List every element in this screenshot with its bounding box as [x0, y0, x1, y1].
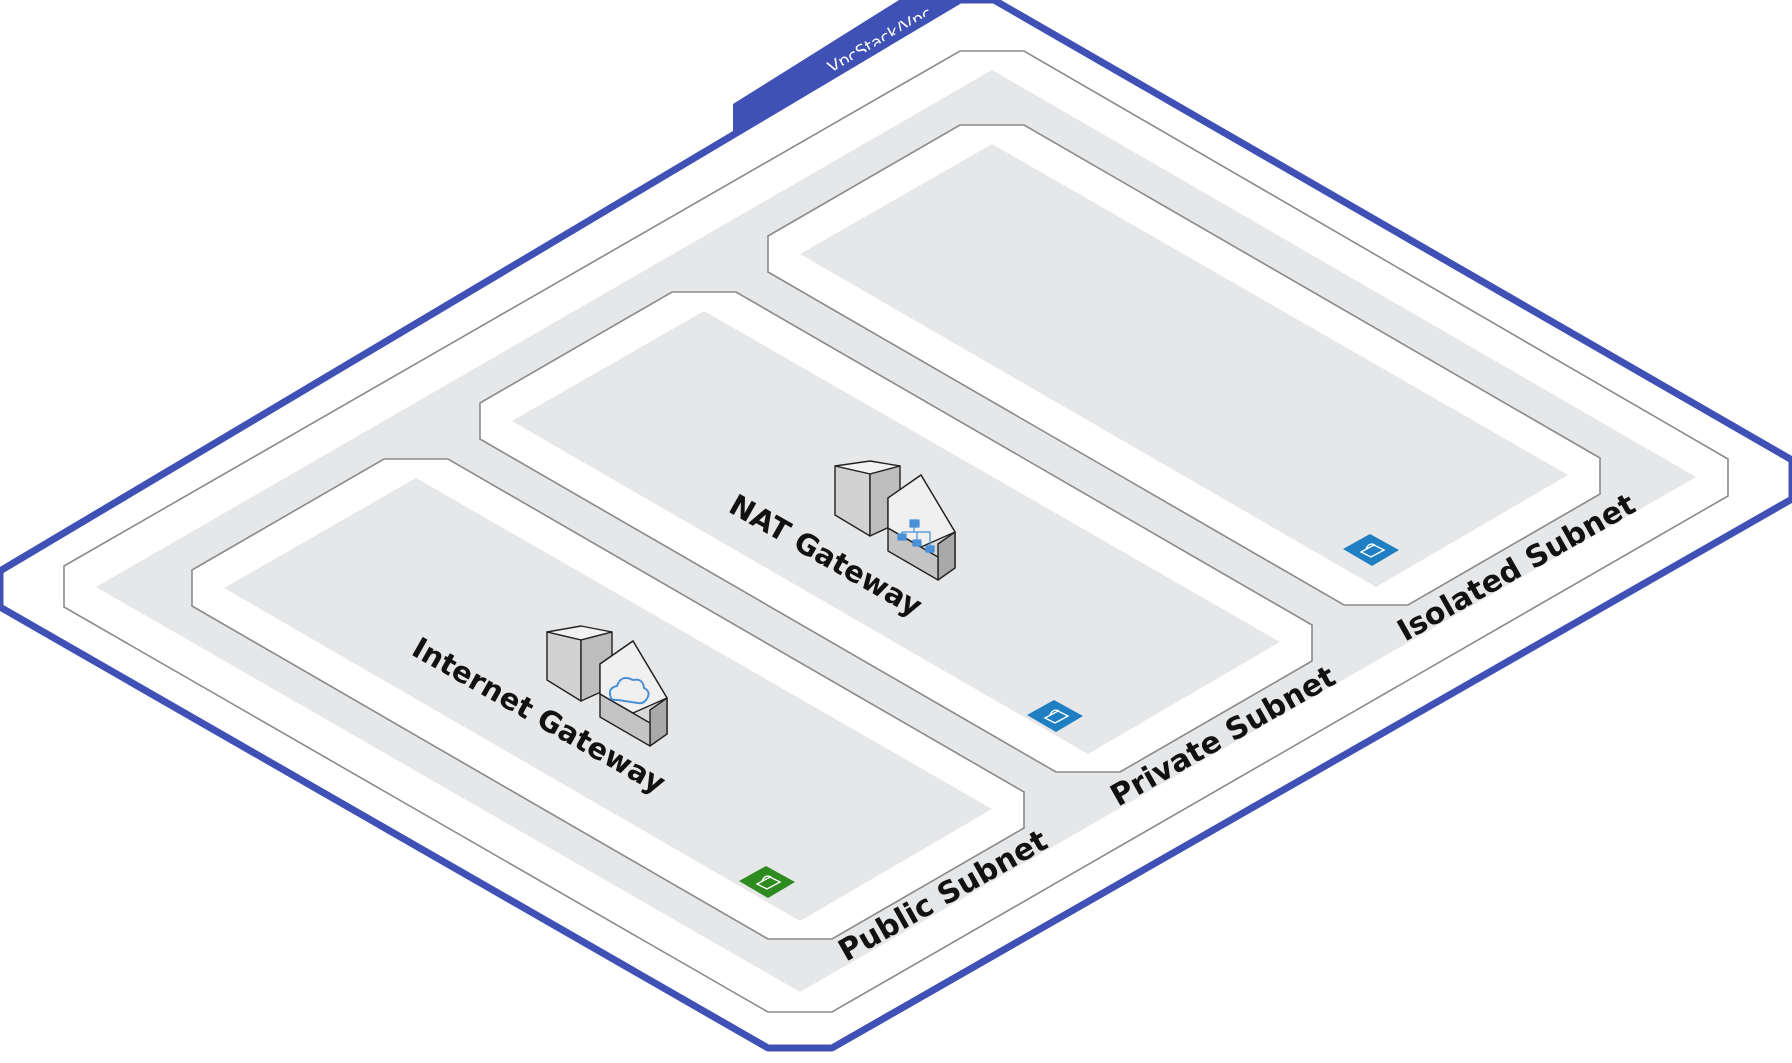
private-subnet-badge: [1027, 700, 1083, 732]
internet-gateway-icon: [546, 625, 668, 747]
isolated-subnet-floor: [800, 144, 1568, 587]
subnet-isolated[interactable]: Isolated Subnet: [767, 124, 1642, 649]
isolated-subnet-badge: [1343, 534, 1399, 566]
lock-icon: [755, 875, 782, 890]
lock-icon: [1043, 709, 1070, 724]
nat-gateway-icon: [834, 460, 956, 581]
public-subnet-badge: [739, 866, 795, 898]
cloud-icon: [608, 677, 650, 705]
lock-icon: [1359, 543, 1386, 558]
network-icon: [897, 519, 935, 553]
